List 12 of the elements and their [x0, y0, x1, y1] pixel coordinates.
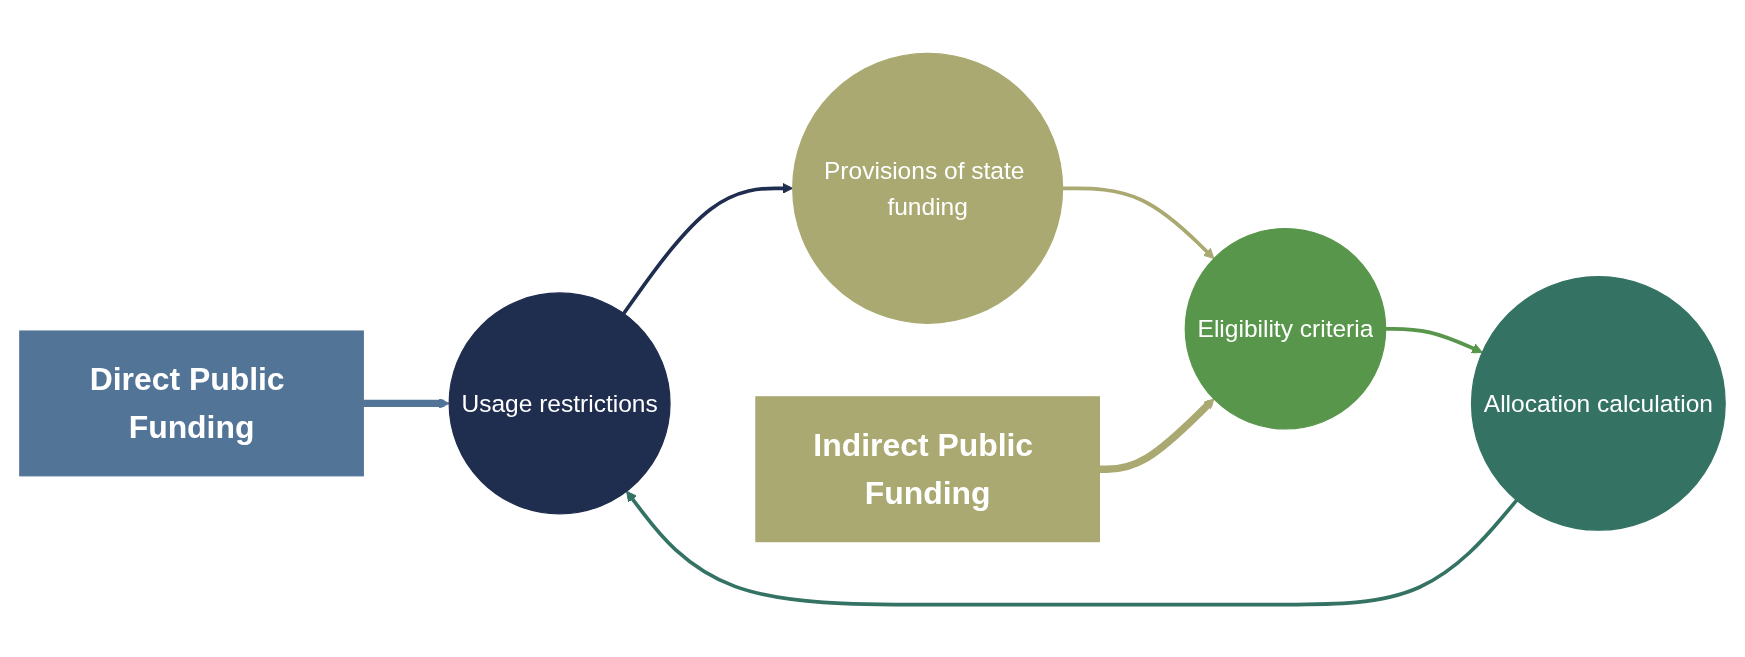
node-circle: Provisions of state funding: [792, 52, 1064, 324]
node-box: Direct Public Funding: [19, 329, 364, 476]
node-circle: Allocation calculation: [1470, 275, 1726, 531]
arrow: [622, 182, 794, 315]
arrow: [363, 397, 450, 409]
node-box: Indirect Public Funding: [755, 395, 1100, 542]
node-circle: Usage restrictions: [448, 291, 671, 514]
arrow: [1099, 398, 1215, 473]
arrow: [626, 490, 1518, 606]
arrow: [1062, 186, 1215, 259]
arrow: [1385, 326, 1483, 353]
node-circle: Eligibility criteria: [1184, 227, 1387, 430]
